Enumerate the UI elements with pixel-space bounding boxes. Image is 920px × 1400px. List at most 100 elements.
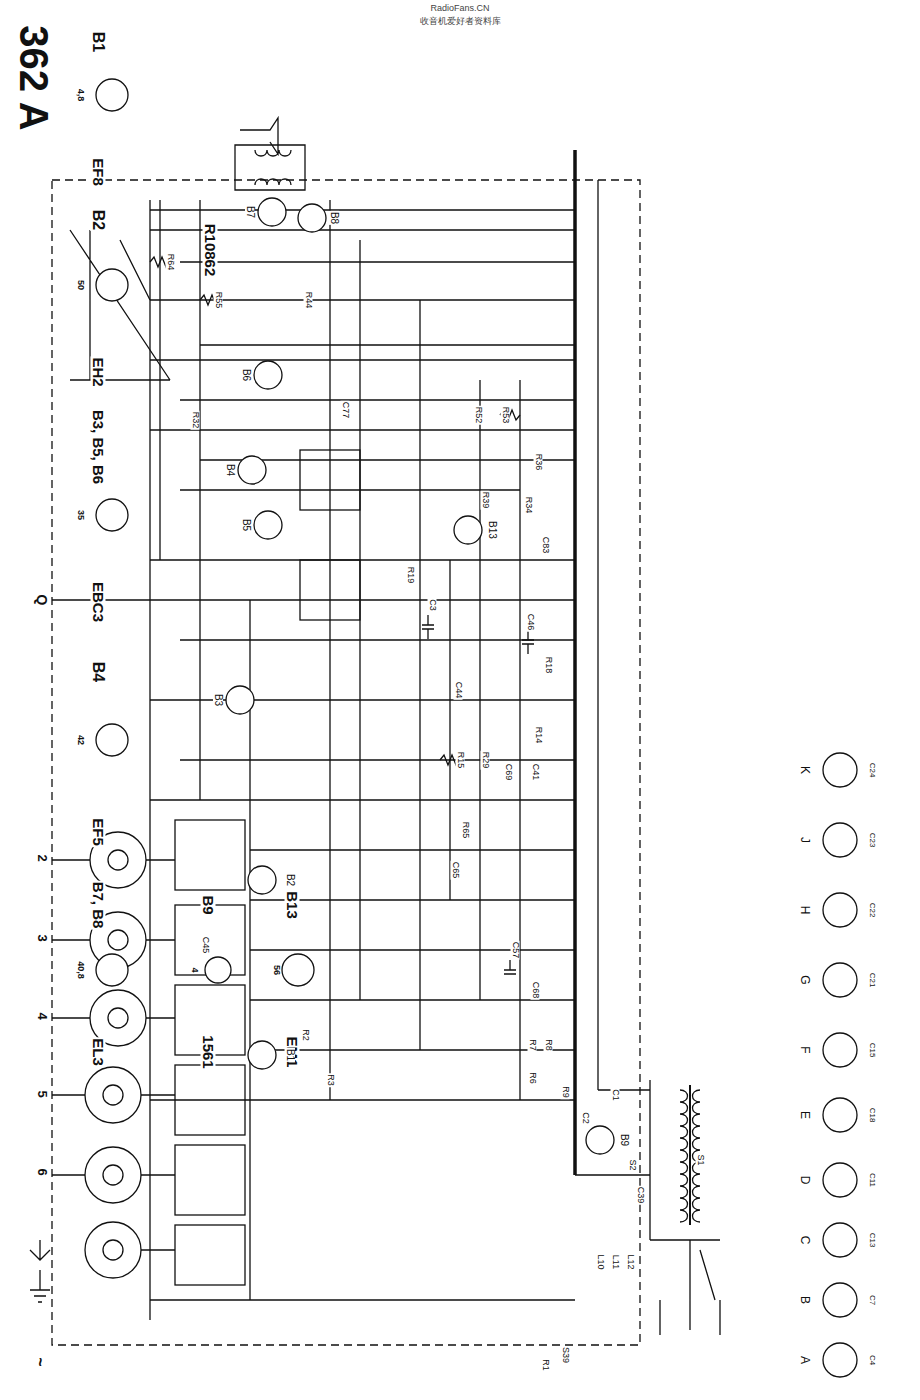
component-label: C77 [341, 401, 350, 420]
tube-label: B8 [329, 211, 339, 225]
schematic-line [30, 1240, 50, 1302]
model-title: 362 A [14, 24, 54, 131]
tube-legend-label: 4,8 [76, 88, 85, 103]
tube-legend-label: B1 [90, 31, 106, 53]
tube-legend-label: 56 [272, 964, 281, 976]
component-label: C68 [531, 981, 540, 1000]
component-label: R29 [481, 751, 490, 770]
component-label: R3 [326, 1073, 335, 1087]
component-label: S39 [561, 1346, 570, 1364]
component-label: R44 [304, 291, 313, 310]
tube-label: B2 [285, 873, 295, 887]
component-label: R32 [191, 411, 200, 430]
component-label: C41 [531, 763, 540, 782]
coil-capacitor-label: C24 [868, 762, 876, 779]
schematic-circle [103, 1085, 123, 1105]
coil-unit-letter: A [799, 1355, 811, 1365]
schematic-line [573, 150, 577, 1175]
component-label: S1 [696, 1153, 705, 1166]
schematic-circle [85, 1147, 141, 1203]
schematic-circle [238, 456, 266, 484]
component-label: C3 [428, 598, 437, 612]
coil-unit-letter: B [799, 1295, 811, 1305]
schematic-circle [823, 1283, 857, 1317]
schematic-line [85, 79, 857, 1377]
coil-capacitor-label: C7 [868, 1294, 876, 1306]
component-label: C57 [511, 941, 520, 960]
component-label: R34 [524, 496, 533, 515]
component-label: C65 [451, 861, 460, 880]
schematic-outline [300, 450, 360, 510]
watermark: RadioFans.CN [429, 4, 490, 13]
schematic-line [150, 257, 520, 765]
tube-legend-label: 6 [36, 1167, 49, 1176]
schematic-circle [823, 1163, 857, 1197]
schematic-circle [85, 1222, 141, 1278]
coil-unit-letter: J [799, 836, 811, 844]
component-label: C45 [201, 936, 210, 955]
component-label: C2 [581, 1111, 590, 1125]
component-label: R52 [474, 406, 483, 425]
component-label: R36 [534, 453, 543, 472]
tube-legend-label: 4 [190, 966, 199, 973]
schematic-circle [454, 516, 482, 544]
schematic-wiring [30, 79, 857, 1377]
schematic-circle [823, 823, 857, 857]
component-label: R55 [214, 291, 223, 310]
schematic-circle [823, 1098, 857, 1132]
coil-unit-letter: C [799, 1235, 811, 1246]
tube-legend-label: 5 [36, 1089, 49, 1098]
schematic-circle [96, 269, 128, 301]
coil-capacitor-label: C15 [868, 1042, 876, 1059]
tube-legend-label: B2 [90, 209, 106, 231]
schematic-outline [175, 820, 245, 890]
component-label: L11 [611, 1254, 620, 1270]
component-label: C46 [526, 613, 535, 632]
component-label: R15 [456, 751, 465, 770]
tube-legend-label: R10862 [203, 223, 218, 278]
tube-legend-label: EF5 [91, 817, 106, 847]
coil-capacitor-label: C22 [868, 902, 876, 919]
schematic-line [235, 118, 305, 190]
schematic-circle [226, 686, 254, 714]
coil-unit-letter: H [799, 905, 811, 916]
schematic-outline [52, 180, 640, 1345]
component-label: R53 [501, 406, 510, 425]
component-label: R65 [461, 821, 470, 840]
component-label: R39 [481, 491, 490, 510]
coil-capacitor-label: C21 [868, 972, 876, 989]
tube-legend-label: B4 [90, 661, 106, 683]
component-label: R1 [541, 1358, 550, 1372]
tube-label: B3 [213, 693, 223, 707]
coil-capacitor-label: C13 [868, 1232, 876, 1249]
component-label: C1 [611, 1088, 620, 1102]
schematic-circle [103, 1240, 123, 1260]
schematic-line [689, 1085, 691, 1225]
schematic-circle [258, 198, 286, 226]
schematic-circle [205, 957, 231, 983]
tube-label: B9 [619, 1133, 629, 1147]
coil-capacitor-label: C11 [868, 1172, 876, 1188]
component-label: C83 [541, 536, 550, 555]
schematic-line [597, 180, 598, 1090]
schematic-circle [823, 753, 857, 787]
tube-legend-label: 42 [76, 734, 85, 746]
component-label: R7 [528, 1038, 537, 1052]
component-label: S2 [628, 1158, 637, 1171]
tube-legend-label: B7, B8 [91, 881, 106, 930]
schematic-circle [823, 1223, 857, 1257]
tube-label: B13 [487, 520, 497, 540]
schematic-circle [282, 954, 314, 986]
schematic-outline [175, 1145, 245, 1215]
tube-label: B7 [245, 205, 255, 219]
schematic-outline [175, 1225, 245, 1285]
schematic-circle [298, 204, 326, 232]
schematic-circle [823, 1033, 857, 1067]
schematic-circle [823, 963, 857, 997]
tube-legend-label: B13 [285, 890, 300, 920]
schematic-line [52, 600, 175, 1250]
tube-label: B5 [241, 518, 251, 532]
schematic-circle [96, 724, 128, 756]
schematic-line [575, 1080, 720, 1335]
tube-legend-label: EBC3 [91, 581, 106, 623]
